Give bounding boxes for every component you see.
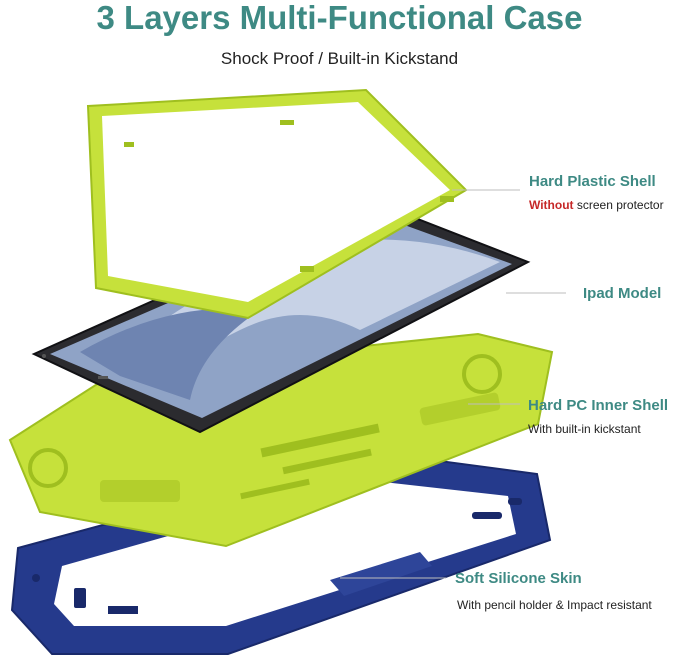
note-warning: Without xyxy=(529,198,574,212)
label-hard-plastic-shell: Hard Plastic Shell xyxy=(529,173,656,190)
label-hard-pc-inner-shell: Hard PC Inner Shell xyxy=(528,397,669,414)
navy-bumper-icon xyxy=(10,450,552,655)
label-soft-silicone-skin: Soft Silicone Skin xyxy=(455,570,582,587)
speaker-grill-icon xyxy=(108,606,138,614)
page-subtitle: Shock Proof / Built-in Kickstand xyxy=(220,49,459,68)
note-hard-pc-inner-shell: With built-in kickstant xyxy=(528,422,641,436)
pencil-holder-icon xyxy=(74,588,86,608)
lime-frame-icon xyxy=(86,88,468,320)
tablet-icon xyxy=(31,200,531,434)
note-hard-plastic-shell: Without screen protector xyxy=(529,198,664,212)
note-text: screen protector xyxy=(573,198,664,212)
page-title: 3 Layers Multi-Functional Case xyxy=(96,0,583,36)
volume-button-icon xyxy=(472,512,502,519)
label-ipad-model: Ipad Model xyxy=(583,285,662,302)
power-button-icon xyxy=(508,498,522,505)
note-soft-silicone-skin: With pencil holder & Impact resistant xyxy=(457,598,652,612)
kickstand-icon xyxy=(260,423,380,458)
callout-leader-lines xyxy=(340,189,566,579)
